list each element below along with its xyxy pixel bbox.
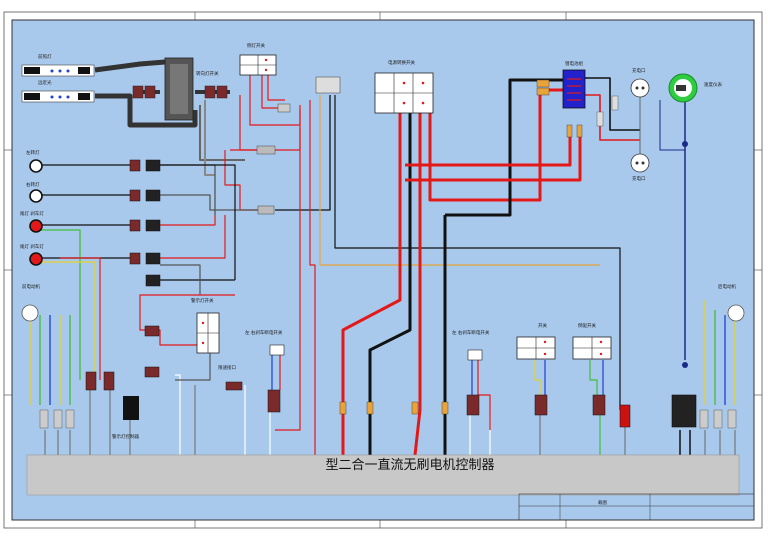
warning-light-switch: 警示灯开关 xyxy=(191,297,220,354)
speedometer: 速度仪表 xyxy=(668,73,722,368)
charge-port-top-label: 充电口 xyxy=(632,67,646,74)
tail-brake-right-label: 尾灯 刹车灯 xyxy=(20,243,44,250)
front-light-switch: 前照灯 xyxy=(21,53,95,77)
title-block-name: 载图 xyxy=(598,499,607,506)
turn-lamp-right: 右转灯 xyxy=(26,181,43,203)
front-motor-label: 前电动机 xyxy=(22,283,40,290)
rear-motor-label: 后电动机 xyxy=(718,283,736,290)
tail-connector-1 xyxy=(85,371,97,391)
main-switch: 开关 xyxy=(516,322,556,416)
main-switch-label: 开关 xyxy=(538,322,547,329)
warning-controller: 警示灯控制器 xyxy=(112,396,139,440)
turn-lamp-left-label: 左转灯 xyxy=(26,149,40,156)
title-block: 载图 xyxy=(518,493,755,521)
warning-connector-1 xyxy=(144,325,160,337)
controller-label: 型二合一直流无刷电机控制器 xyxy=(325,458,494,473)
flasher-relay xyxy=(256,145,276,155)
inline-fuses xyxy=(339,401,449,415)
relay-box xyxy=(315,76,341,94)
relay-small xyxy=(277,103,291,113)
brake-switch-left-label: 左 右刹车断电开关 xyxy=(245,329,283,336)
motor-controller: 型二合一直流无刷电机控制器 xyxy=(26,454,740,496)
side-light-switch-label: 侧灯开关 xyxy=(247,42,265,49)
power-switch: 电源转换开关 xyxy=(374,59,434,114)
front-motor: 前电动机 xyxy=(21,283,40,322)
tail-brake-lamp-left: 尾灯 刹车灯 xyxy=(20,210,44,233)
battery-fuse-top xyxy=(536,79,550,88)
front-motor-connectors xyxy=(39,409,75,429)
rear-motor-connectors xyxy=(699,409,737,429)
battery-fuse-bottom xyxy=(536,87,550,96)
fuse-b xyxy=(576,124,583,138)
power-switch-label: 电源转换开关 xyxy=(388,59,415,66)
tail-connector-2 xyxy=(103,371,115,391)
brake-switch-left: 左 右刹车断电开关 xyxy=(245,329,285,413)
far-near-label: 远近光 xyxy=(38,79,52,86)
speed-limit-port: 限速接口 xyxy=(218,364,243,391)
red-connector xyxy=(619,404,631,428)
charge-port-top: 充电口 xyxy=(630,67,650,98)
warning-controller-label: 警示灯控制器 xyxy=(112,433,139,440)
front-light-switch-label: 前照灯 xyxy=(38,53,52,60)
frame-ticks xyxy=(4,12,762,528)
reverse-switch-label: 倒驱开关 xyxy=(578,322,596,329)
warning-switch-label: 警示灯开关 xyxy=(191,297,214,304)
charge-port-bottom: 充电口 xyxy=(630,153,650,182)
turn-lamp-left: 左转灯 xyxy=(26,149,43,173)
inline-fuse-2 xyxy=(611,95,619,111)
far-near-switch: 远近光 xyxy=(21,79,95,103)
battery-pack: 锂电池组 xyxy=(562,60,586,109)
brake-switch-right-label: 左 右刹车断电开关 xyxy=(452,329,490,336)
inline-fuse-1 xyxy=(596,111,604,127)
harness-connectors xyxy=(132,85,228,99)
side-light-switch: 侧灯开关 xyxy=(239,42,277,76)
turn-light-switch-label: 转向灯开关 xyxy=(196,70,219,77)
warning-connector-2 xyxy=(144,366,160,378)
tail-brake-lamp-right: 尾灯 刹车灯 xyxy=(20,243,44,266)
turn-light-switch: 转向灯开关 xyxy=(164,57,219,121)
speedometer-label: 速度仪表 xyxy=(704,81,722,88)
lamp-connectors xyxy=(129,159,161,287)
speed-port-label: 限速接口 xyxy=(218,364,236,371)
fuse-a xyxy=(566,124,573,138)
rear-motor: 后电动机 xyxy=(718,283,745,322)
battery-label: 锂电池组 xyxy=(565,60,583,67)
junction-relay xyxy=(257,205,275,215)
tail-brake-left-label: 尾灯 刹车灯 xyxy=(20,210,44,217)
wires xyxy=(29,59,736,456)
reverse-switch: 倒驱开关 xyxy=(572,322,612,416)
brake-switch-right: 左 右刹车断电开关 xyxy=(452,329,490,416)
turn-lamp-right-label: 右转灯 xyxy=(26,181,40,188)
rear-main-connector xyxy=(671,394,697,428)
charge-port-bottom-label: 充电口 xyxy=(632,175,646,182)
